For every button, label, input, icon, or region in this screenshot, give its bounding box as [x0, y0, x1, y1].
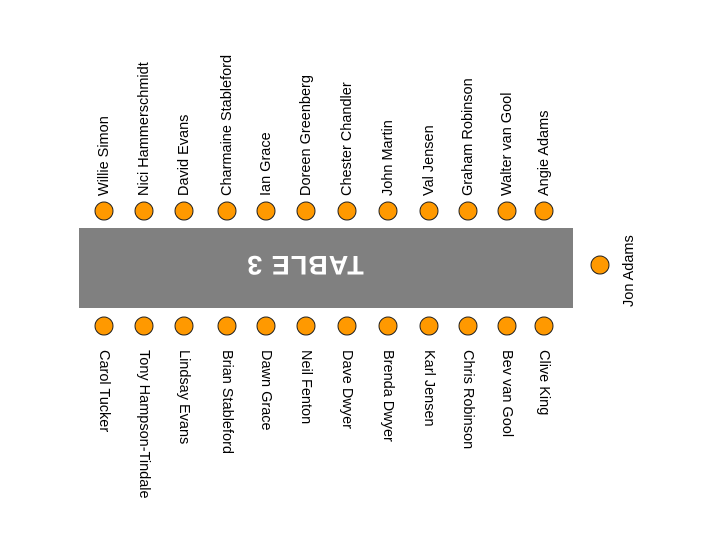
seat[interactable]	[534, 316, 554, 336]
seat[interactable]	[497, 316, 517, 336]
seat[interactable]	[174, 316, 194, 336]
guest-name: Neil Fenton	[298, 350, 314, 424]
guest-name: Brian Stableford	[219, 350, 235, 454]
guest-name: Walter van Gool	[499, 93, 515, 196]
guest-name: Lindsay Evans	[176, 350, 192, 444]
seat[interactable]	[256, 201, 276, 221]
guest-name: Clive King	[536, 350, 552, 415]
seat[interactable]	[378, 316, 398, 336]
guest-name: Bev van Gool	[499, 350, 515, 437]
seat[interactable]	[296, 201, 316, 221]
guest-name: Charmaine Stableford	[219, 55, 235, 196]
guest-name: Jon Adams	[621, 235, 637, 307]
seat[interactable]	[337, 201, 357, 221]
seat[interactable]	[337, 316, 357, 336]
seat[interactable]	[534, 201, 554, 221]
seat[interactable]	[458, 316, 478, 336]
seat[interactable]	[217, 316, 237, 336]
guest-name: Brenda Dwyer	[380, 350, 396, 442]
table-3	[79, 228, 573, 308]
guest-name: David Evans	[176, 115, 192, 196]
guest-name: Graham Robinson	[460, 78, 476, 196]
guest-name: Angie Adams	[536, 111, 552, 196]
guest-name: Willie Simon	[96, 116, 112, 196]
seat[interactable]	[256, 316, 276, 336]
guest-name: Carol Tucker	[96, 350, 112, 432]
seat[interactable]	[378, 201, 398, 221]
seat[interactable]	[458, 201, 478, 221]
guest-name: Karl Jensen	[421, 350, 437, 427]
guest-name: John Martin	[380, 120, 396, 196]
seat[interactable]	[217, 201, 237, 221]
guest-name: Tony Hampson-Tindale	[136, 350, 152, 499]
guest-name: Ian Grace	[258, 132, 274, 196]
seat[interactable]	[94, 201, 114, 221]
seat[interactable]	[419, 201, 439, 221]
seat[interactable]	[419, 316, 439, 336]
table-title: TABLE 3	[246, 250, 364, 280]
guest-name: Chester Chandler	[339, 82, 355, 196]
guest-name: Doreen Greenberg	[298, 75, 314, 196]
seat[interactable]	[590, 255, 610, 275]
seat[interactable]	[134, 316, 154, 336]
seat[interactable]	[94, 316, 114, 336]
seat[interactable]	[497, 201, 517, 221]
guest-name: Dave Dwyer	[339, 350, 355, 429]
guest-name: Val Jensen	[421, 125, 437, 196]
seat[interactable]	[134, 201, 154, 221]
guest-name: Dawn Grace	[258, 350, 274, 431]
guest-name: Nici Hammerschmidt	[136, 62, 152, 196]
seat[interactable]	[296, 316, 316, 336]
guest-name: Chris Robinson	[460, 350, 476, 449]
seat[interactable]	[174, 201, 194, 221]
